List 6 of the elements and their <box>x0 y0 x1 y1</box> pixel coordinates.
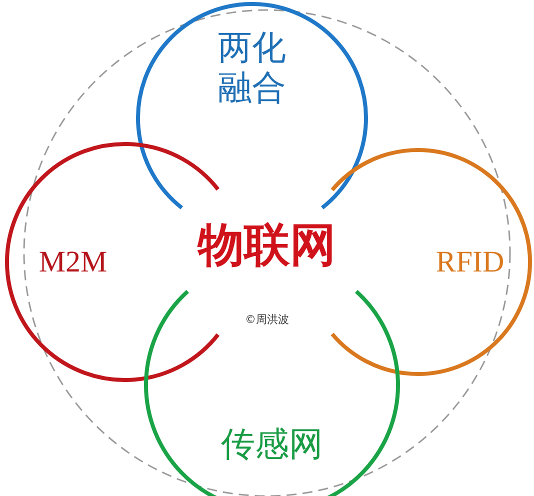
center-title: 物联网 <box>198 210 336 280</box>
copyright-note: ©周洪波 <box>245 312 289 328</box>
ring-label: M2M <box>38 244 108 280</box>
ring-label: 传感网 <box>220 426 324 466</box>
ring-label: 两化融合 <box>217 29 287 109</box>
ring-label: RFID <box>434 244 506 280</box>
